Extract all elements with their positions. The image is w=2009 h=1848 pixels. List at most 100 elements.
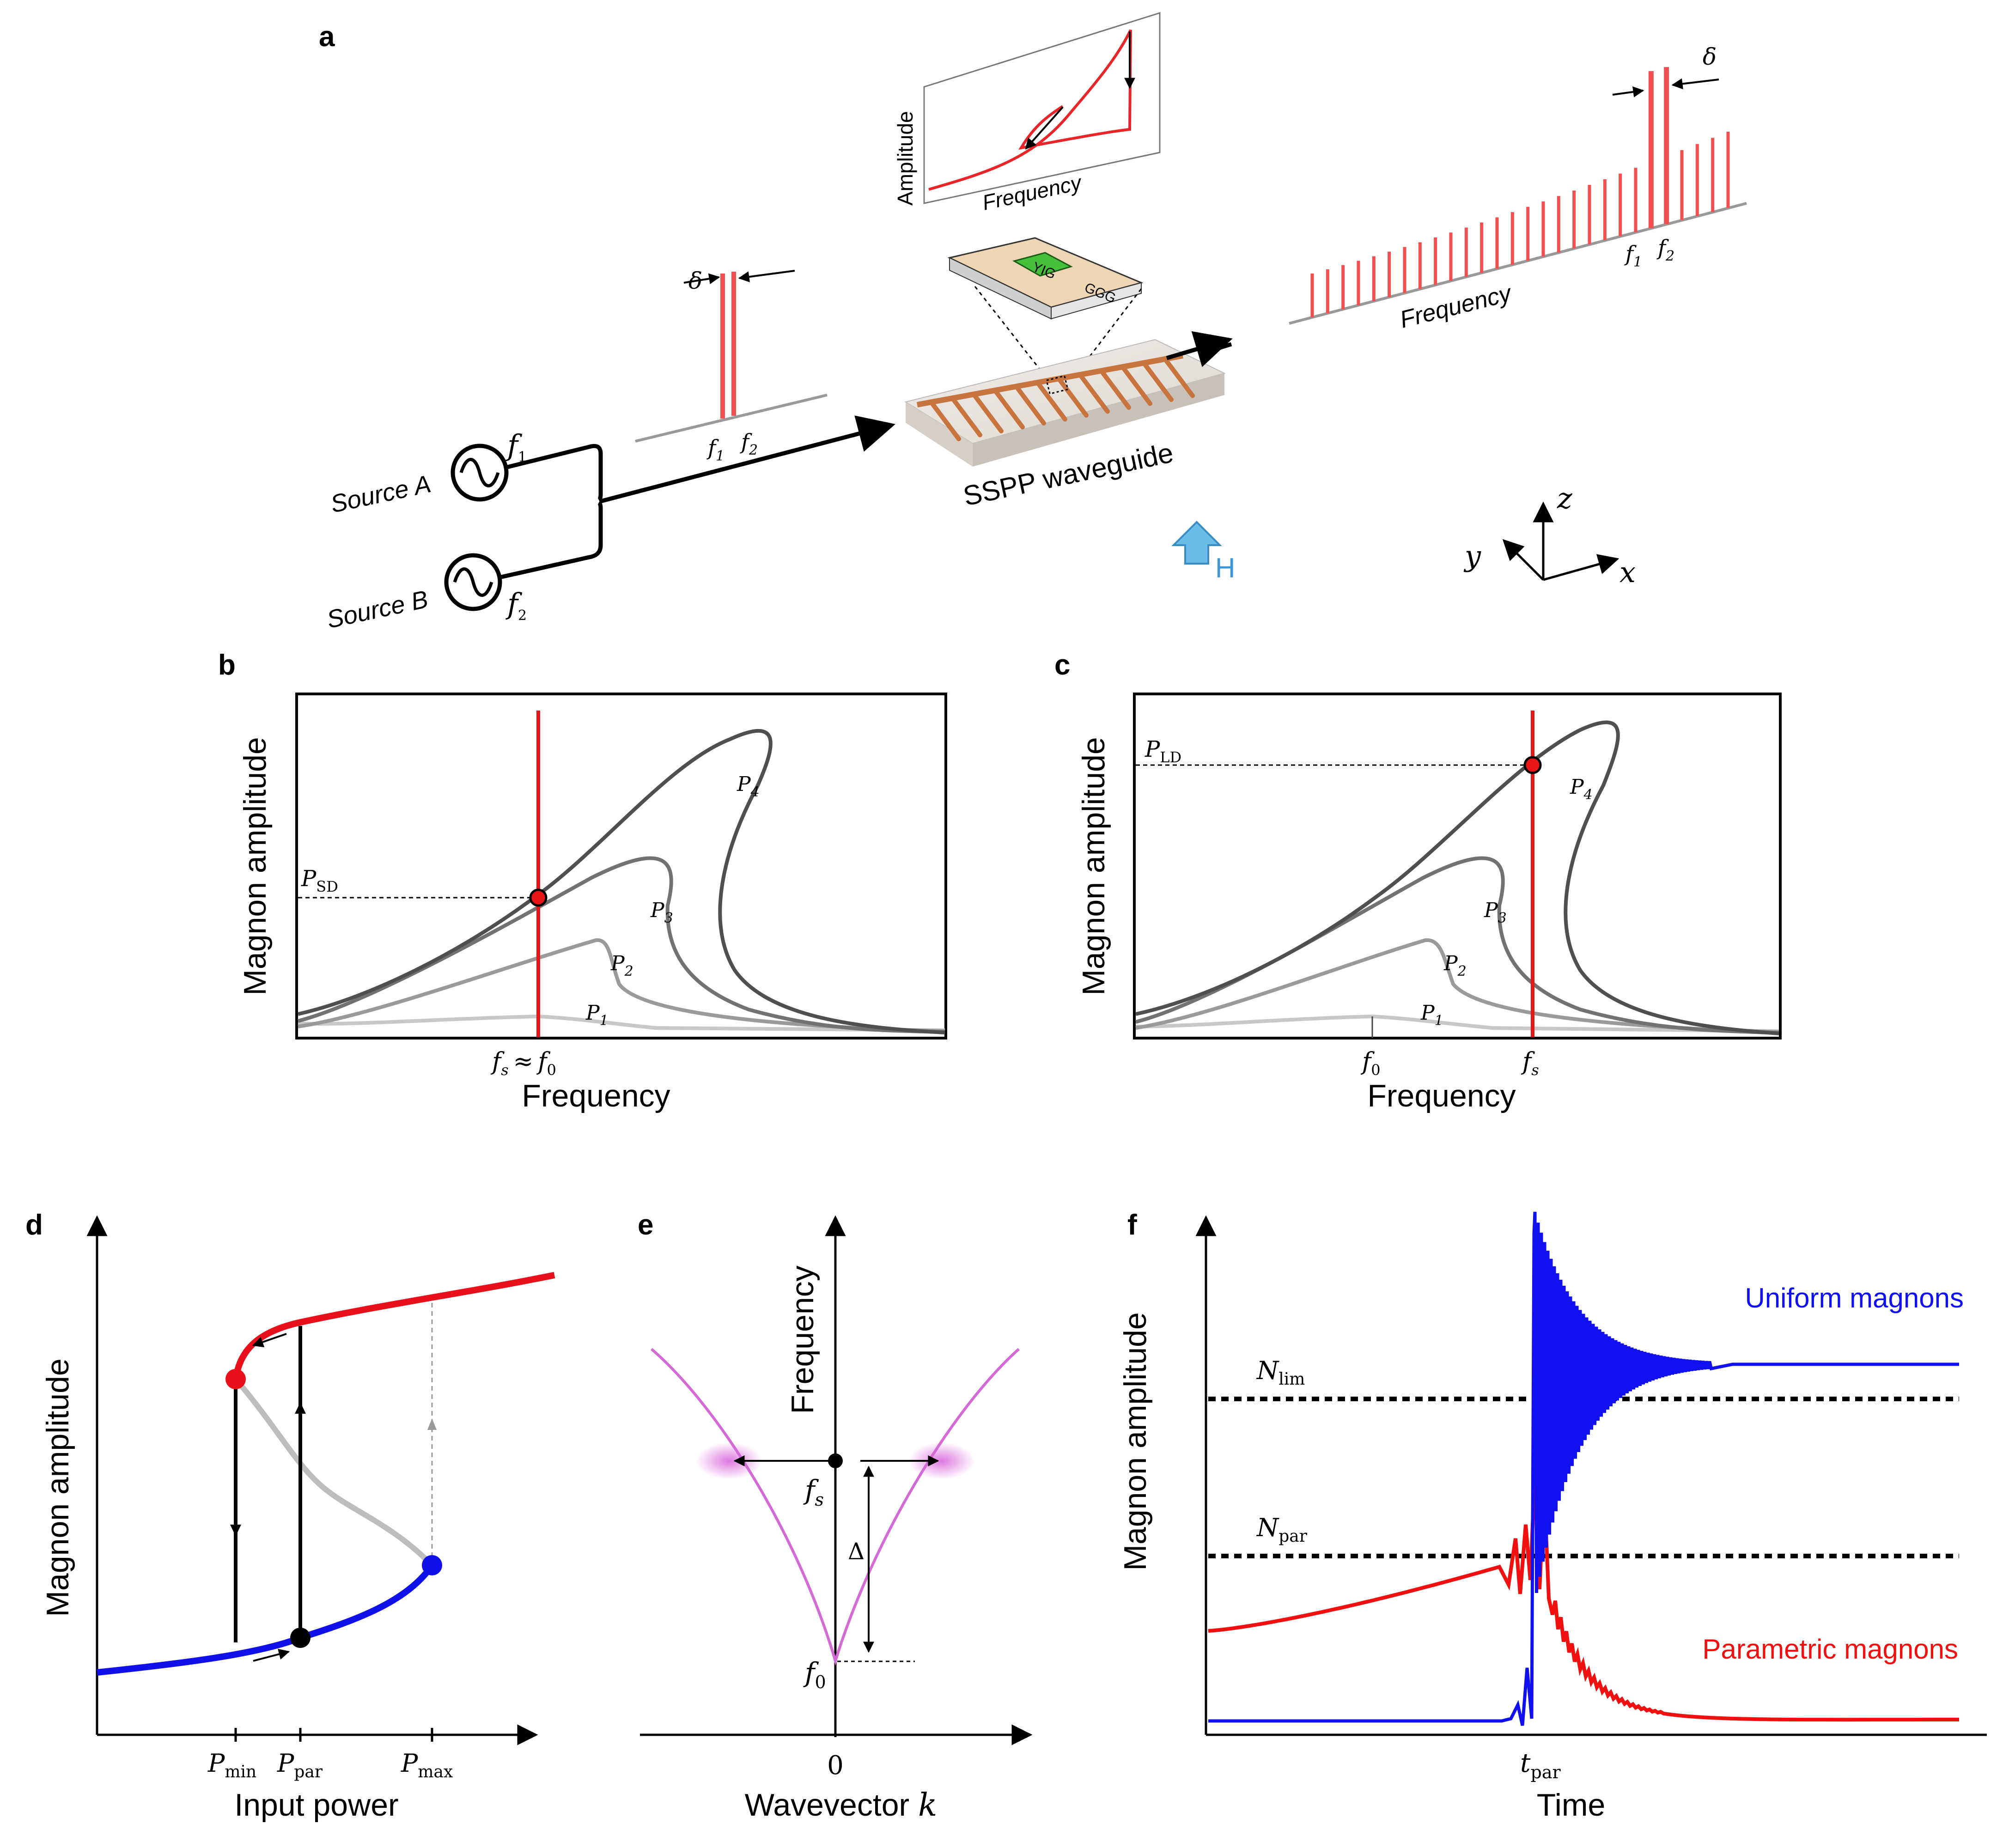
delta-label: δ <box>688 267 702 294</box>
out-delta-arrow-left <box>1612 86 1644 97</box>
panel-b-ylabel: Magnon amplitude <box>237 737 273 995</box>
threshold-label: PLD <box>1145 736 1181 766</box>
delta-arrow-right <box>738 270 795 283</box>
panel-f-ylabel: Magnon amplitude <box>1118 1312 1153 1570</box>
source-a-f1: f1 <box>505 428 527 465</box>
inset-ylabel: Amplitude <box>893 111 917 206</box>
n-lim-label: Nlim <box>1256 1356 1305 1389</box>
waveguide-finger <box>1078 372 1110 414</box>
zoom-line-right <box>1066 288 1142 386</box>
panel-e-ylabel: Frequency <box>785 1265 820 1414</box>
jump-down-arrow <box>230 1525 241 1536</box>
blue-point <box>422 1555 442 1575</box>
source-b: Source B f2 <box>324 553 527 634</box>
operating-point <box>1523 756 1542 774</box>
source-b-f2: f2 <box>505 587 527 624</box>
panel-c-letter: c <box>1054 649 1070 681</box>
n-par-label: Npar <box>1256 1513 1308 1546</box>
red-point <box>225 1369 246 1389</box>
panel-f-xlabel: Time <box>1537 1787 1606 1823</box>
out-f2-label: f2 <box>1656 235 1674 264</box>
panel-b: b PSD P1 P2 P3 P4 fs≈f0 Frequency Magnon… <box>218 649 947 1113</box>
output-xlabel: Frequency <box>1397 280 1515 333</box>
tick-ppar: Ppar <box>277 1749 323 1781</box>
panel-c-frame <box>1133 693 1782 1040</box>
zoom-box <box>1046 375 1069 395</box>
fs-label: fs <box>803 1474 824 1510</box>
zoom-line-left <box>974 286 1047 378</box>
tick-fs: fs <box>1521 1048 1539 1079</box>
jump-up-arrow <box>295 1402 306 1414</box>
field-arrow-icon <box>1171 521 1222 565</box>
inset-jump-left <box>1025 106 1064 150</box>
magnon-glow-left <box>696 1442 762 1479</box>
wire-a <box>505 444 603 502</box>
sine-icon <box>459 458 500 487</box>
tick-zero: 0 <box>827 1751 844 1781</box>
parametric-trace <box>1208 1469 1960 1722</box>
input-f2-label: f2 <box>740 429 758 458</box>
max-dash-arrow <box>427 1418 437 1430</box>
curve-p2 <box>1135 938 1779 1034</box>
output-spectrum: δ f1 f2 Frequency <box>1289 43 1747 334</box>
input-f1-label: f1 <box>706 435 724 464</box>
waveguide-front <box>973 373 1224 467</box>
input-arrow <box>600 415 895 504</box>
yig-chip: YIG GGG <box>947 237 1144 386</box>
out-f1-label: f1 <box>1624 241 1642 270</box>
tick-f0: f0 <box>1360 1048 1381 1079</box>
source-a: Source A f1 <box>328 428 527 518</box>
tick-tpar: tpar <box>1520 1748 1561 1782</box>
threshold-label: PSD <box>301 866 338 895</box>
sspp-waveguide: SSPP waveguide <box>904 331 1233 512</box>
tick-fs-f0: fs≈f0 <box>490 1048 556 1079</box>
operating-point <box>529 888 548 907</box>
curve-p1 <box>1135 1014 1779 1033</box>
output-baseline <box>1289 202 1747 325</box>
uniform-label: Uniform magnons <box>1745 1283 1964 1313</box>
input-spectrum: δ f1 f2 <box>635 267 828 464</box>
yig-film <box>1012 252 1073 277</box>
curve-p1 <box>298 1014 945 1032</box>
panel-c: c PLD P1 P2 P3 P4 f0 fs Frequency Magnon… <box>1054 649 1782 1113</box>
black-point <box>290 1628 310 1648</box>
panel-f-letter: f <box>1127 1209 1137 1241</box>
inset-plot: Amplitude Frequency <box>893 12 1161 215</box>
parametric-label: Parametric magnons <box>1702 1634 1958 1665</box>
upper-branch <box>232 1272 555 1380</box>
panel-d-letter: d <box>25 1209 43 1241</box>
tick-pmax: Pmax <box>401 1749 453 1781</box>
waveguide-finger <box>1056 376 1089 418</box>
label-p2: P2 <box>1443 952 1467 979</box>
out-delta-arrow-right <box>1671 78 1719 90</box>
waveguide-finger <box>1099 368 1131 410</box>
waveguide-spine <box>916 353 1184 407</box>
chip-front <box>1051 282 1142 320</box>
magnon-glow-right <box>908 1442 975 1479</box>
panel-c-xlabel: Frequency <box>1367 1078 1516 1113</box>
panel-a-letter: a <box>319 21 335 53</box>
waveguide-finger <box>971 392 1004 433</box>
waveguide-finger <box>1141 360 1174 402</box>
curve-p2 <box>298 938 945 1033</box>
x-label: x <box>1619 555 1636 589</box>
curve-p3 <box>297 856 945 1034</box>
y-axis <box>1502 539 1544 581</box>
panel-e-letter: e <box>638 1209 653 1241</box>
lower-branch <box>97 1563 435 1676</box>
panel-d-xlabel: Input power <box>234 1787 398 1823</box>
output-arrow <box>1166 331 1233 367</box>
upper-direction-arrow <box>252 1333 287 1348</box>
pump-point <box>828 1453 843 1468</box>
waveguide-finger <box>1120 364 1152 406</box>
wire-b <box>499 500 603 580</box>
panel-b-xlabel: Frequency <box>522 1078 670 1113</box>
sine-icon <box>453 567 493 597</box>
panel-c-ylabel: Magnon amplitude <box>1076 737 1111 995</box>
inset-frame <box>923 12 1161 204</box>
coordinate-axes: z x y <box>1463 481 1636 589</box>
h-field: H <box>1171 521 1235 584</box>
panel-d: d Pmin Ppar Pmax Input power Magnon ampl… <box>25 1209 555 1823</box>
panel-e: e Δ fs f0 0 Wavevector k Frequency <box>638 1209 1033 1824</box>
